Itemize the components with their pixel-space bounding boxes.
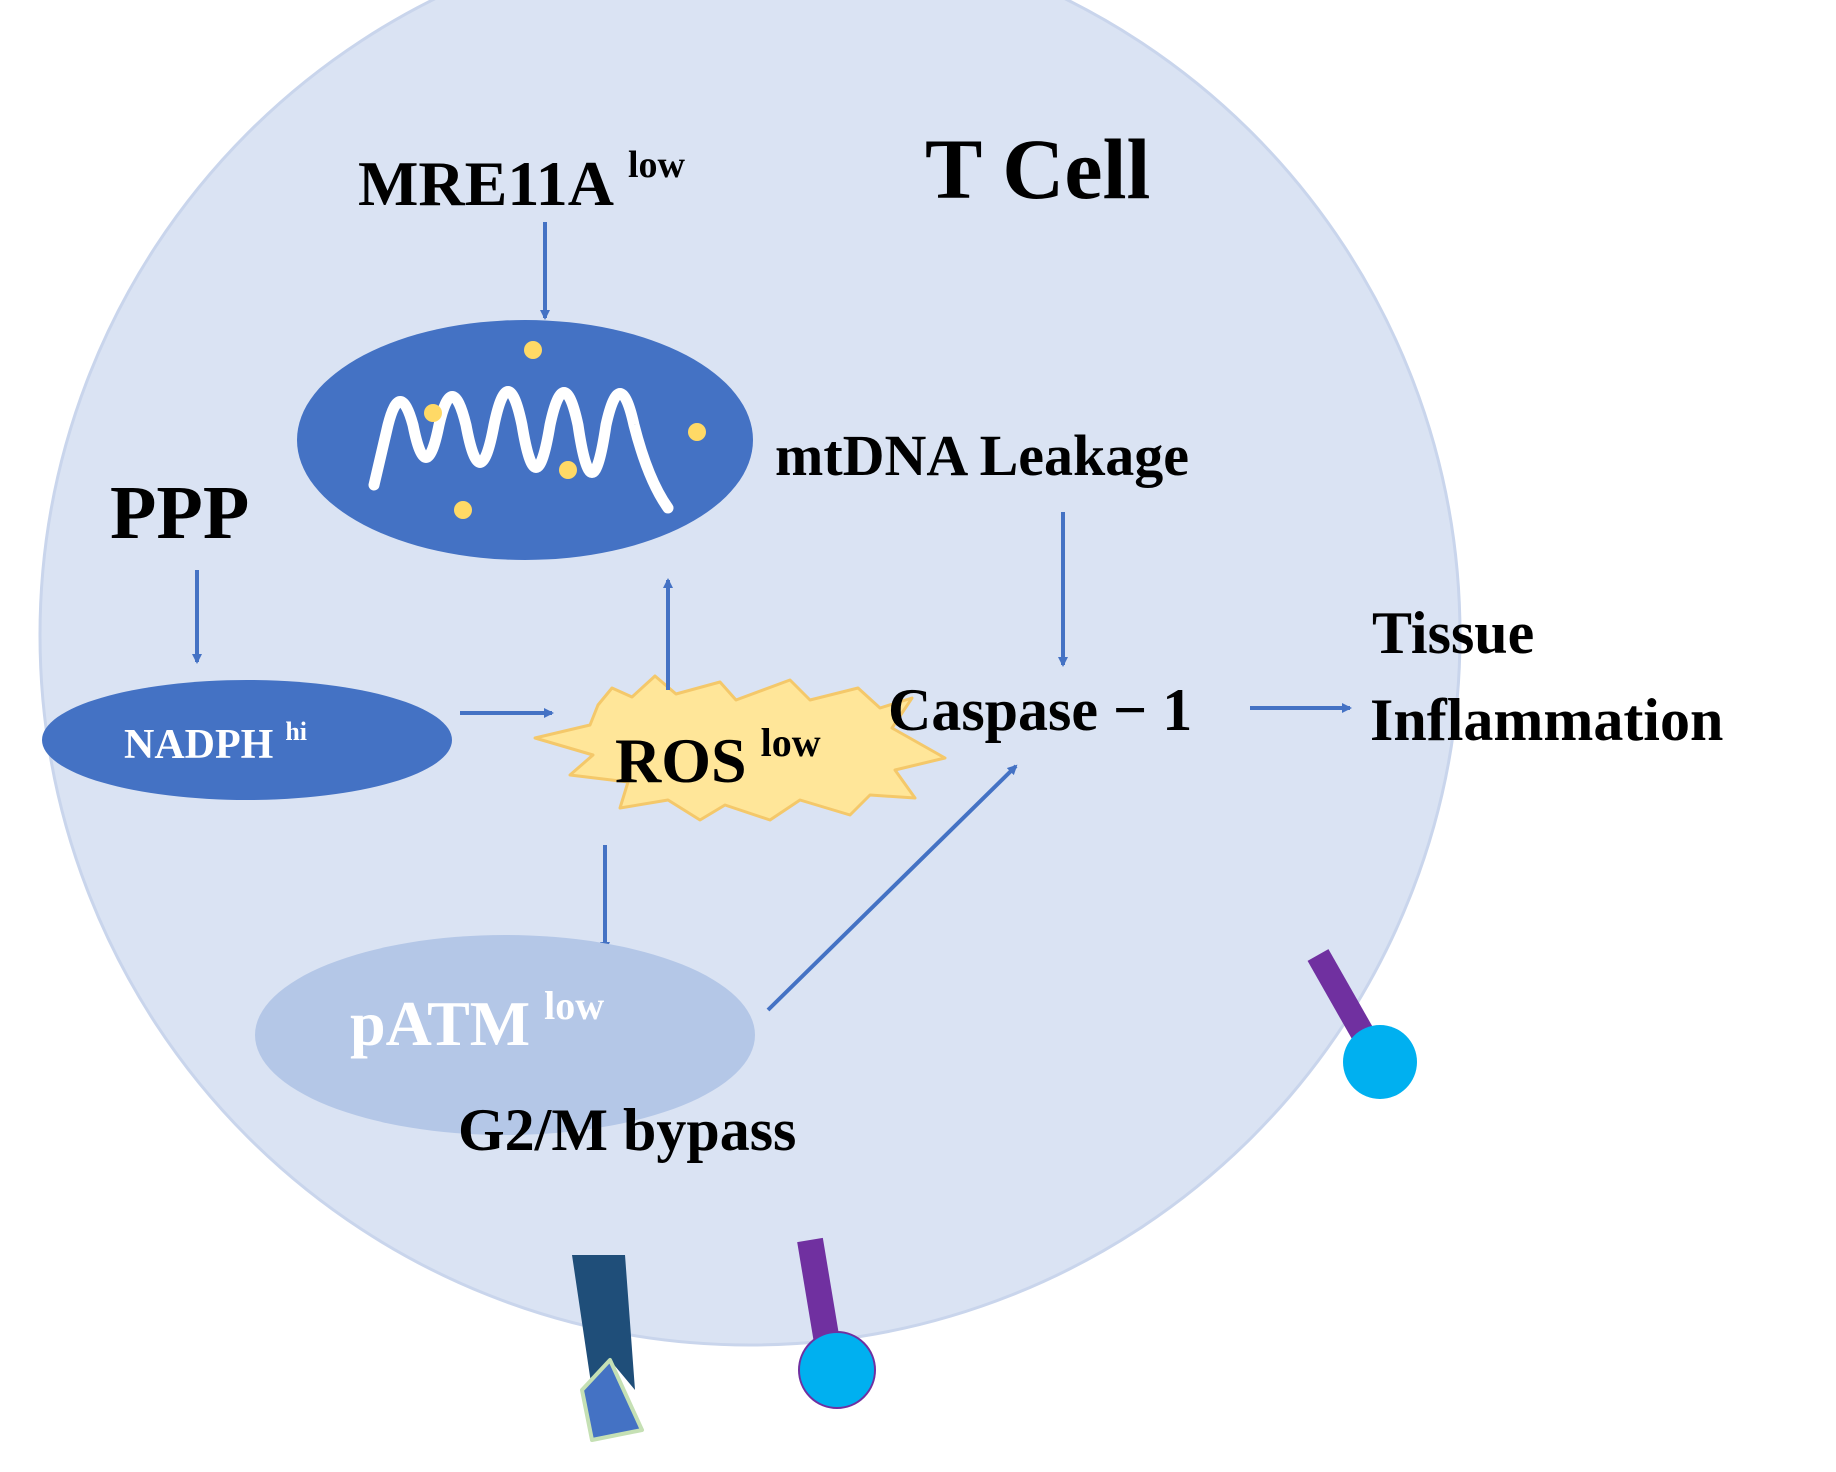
receptor-icon <box>797 1237 876 1409</box>
receptor-icon <box>1307 949 1417 1099</box>
nadph-node <box>42 680 452 800</box>
mre11a-text: MRE11A <box>358 148 614 219</box>
g2m-bypass-label: G2/M bypass <box>458 1097 796 1163</box>
mre11a-superscript: low <box>628 144 686 186</box>
nadph-label: NADPH hi <box>124 717 307 768</box>
tcr-receptor-icon <box>572 1255 644 1442</box>
mitochondrion-icon <box>297 320 753 560</box>
caspase-1-label: Caspase − 1 <box>888 677 1192 743</box>
patm-node <box>255 935 755 1135</box>
arrow-patm-to-caspase <box>766 764 1018 1012</box>
mtdna-leakage-label: mtDNA Leakage <box>775 423 1189 488</box>
cell-title: T Cell <box>925 121 1150 217</box>
inflammation-label: Inflammation <box>1370 687 1723 753</box>
mre11a-label: MRE11A low <box>358 144 686 219</box>
patm-superscript: low <box>544 983 604 1028</box>
ros-text: ROS <box>615 725 747 796</box>
ros-burst-icon <box>533 674 947 822</box>
patm-text: pATM <box>350 988 530 1059</box>
ros-label: ROS low <box>615 720 821 796</box>
patm-label: pATM low <box>350 983 604 1059</box>
tissue-label: Tissue <box>1372 600 1534 666</box>
ros-superscript: low <box>761 720 821 765</box>
ppp-label: PPP <box>110 471 249 555</box>
nadph-text: NADPH <box>124 722 273 768</box>
nadph-superscript: hi <box>285 717 307 746</box>
